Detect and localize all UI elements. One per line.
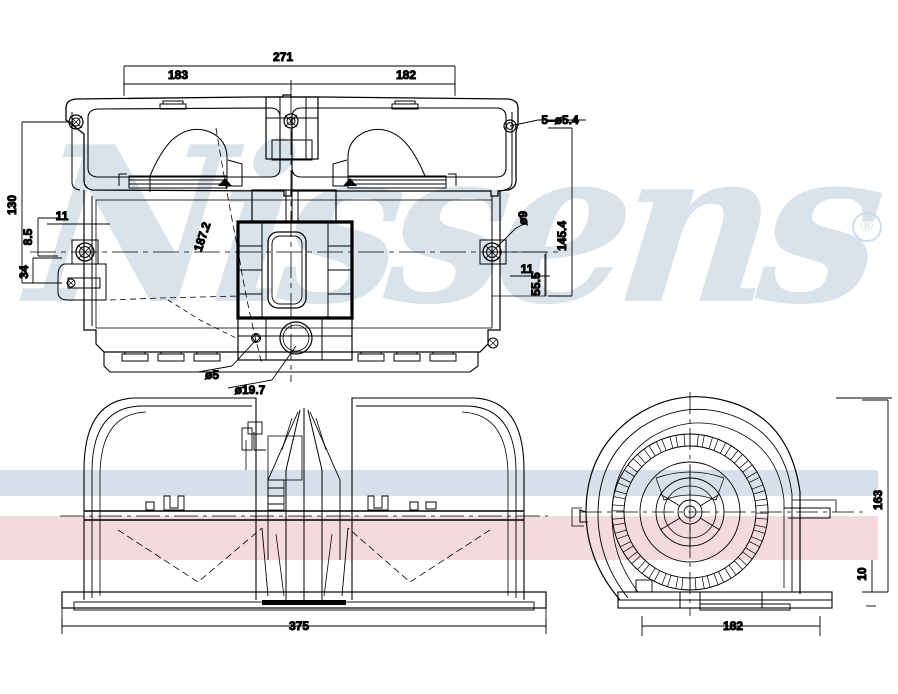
dim-375: 375: [289, 619, 309, 633]
top-view-dimensions: [21, 65, 586, 389]
dim-d19-7: ø19.7: [235, 383, 266, 397]
dim-10: 10: [855, 567, 869, 581]
dim-d9: ø9: [516, 211, 530, 225]
dim-182-base: 182: [723, 619, 743, 633]
dim-187-2: 187.2: [191, 220, 214, 253]
left-mount-boss: [57, 239, 107, 301]
side-view: [571, 392, 868, 616]
front-view: [60, 397, 548, 628]
motor-housing: [236, 96, 354, 320]
side-view-dimensions: [641, 397, 892, 636]
dim-163: 163: [871, 490, 885, 510]
top-view-body: [30, 88, 560, 382]
right-chamber-detail: [332, 128, 457, 189]
watermark-band-pink: [0, 516, 878, 560]
dim-11-left: 11: [56, 209, 69, 223]
dim-145-4: 145.4: [555, 221, 569, 251]
dim-55-5: 55.5: [529, 272, 543, 296]
dim-271: 271: [273, 50, 293, 64]
dim-182: 182: [396, 68, 416, 82]
watermark-band-blue: [0, 470, 878, 496]
dim-11-right: 11: [521, 262, 534, 276]
left-chamber-detail: [118, 128, 243, 192]
registered-trademark-icon: ®: [852, 212, 882, 242]
front-view-dimensions: [61, 618, 547, 634]
bottom-flange: [103, 317, 479, 373]
dim-34: 34: [17, 265, 31, 279]
right-mount-boss: [479, 239, 507, 349]
dim-5xd5-4: 5–ø5.4: [541, 113, 579, 127]
dim-8-5: 8.5: [21, 228, 35, 245]
top-view-dimension-text: 271 183 182 130 8.5 11 34 187.2 5–ø5.4 ø…: [5, 50, 580, 398]
dim-183: 183: [168, 68, 188, 82]
dim-d5: ø5: [205, 368, 219, 382]
dim-130: 130: [5, 195, 19, 215]
